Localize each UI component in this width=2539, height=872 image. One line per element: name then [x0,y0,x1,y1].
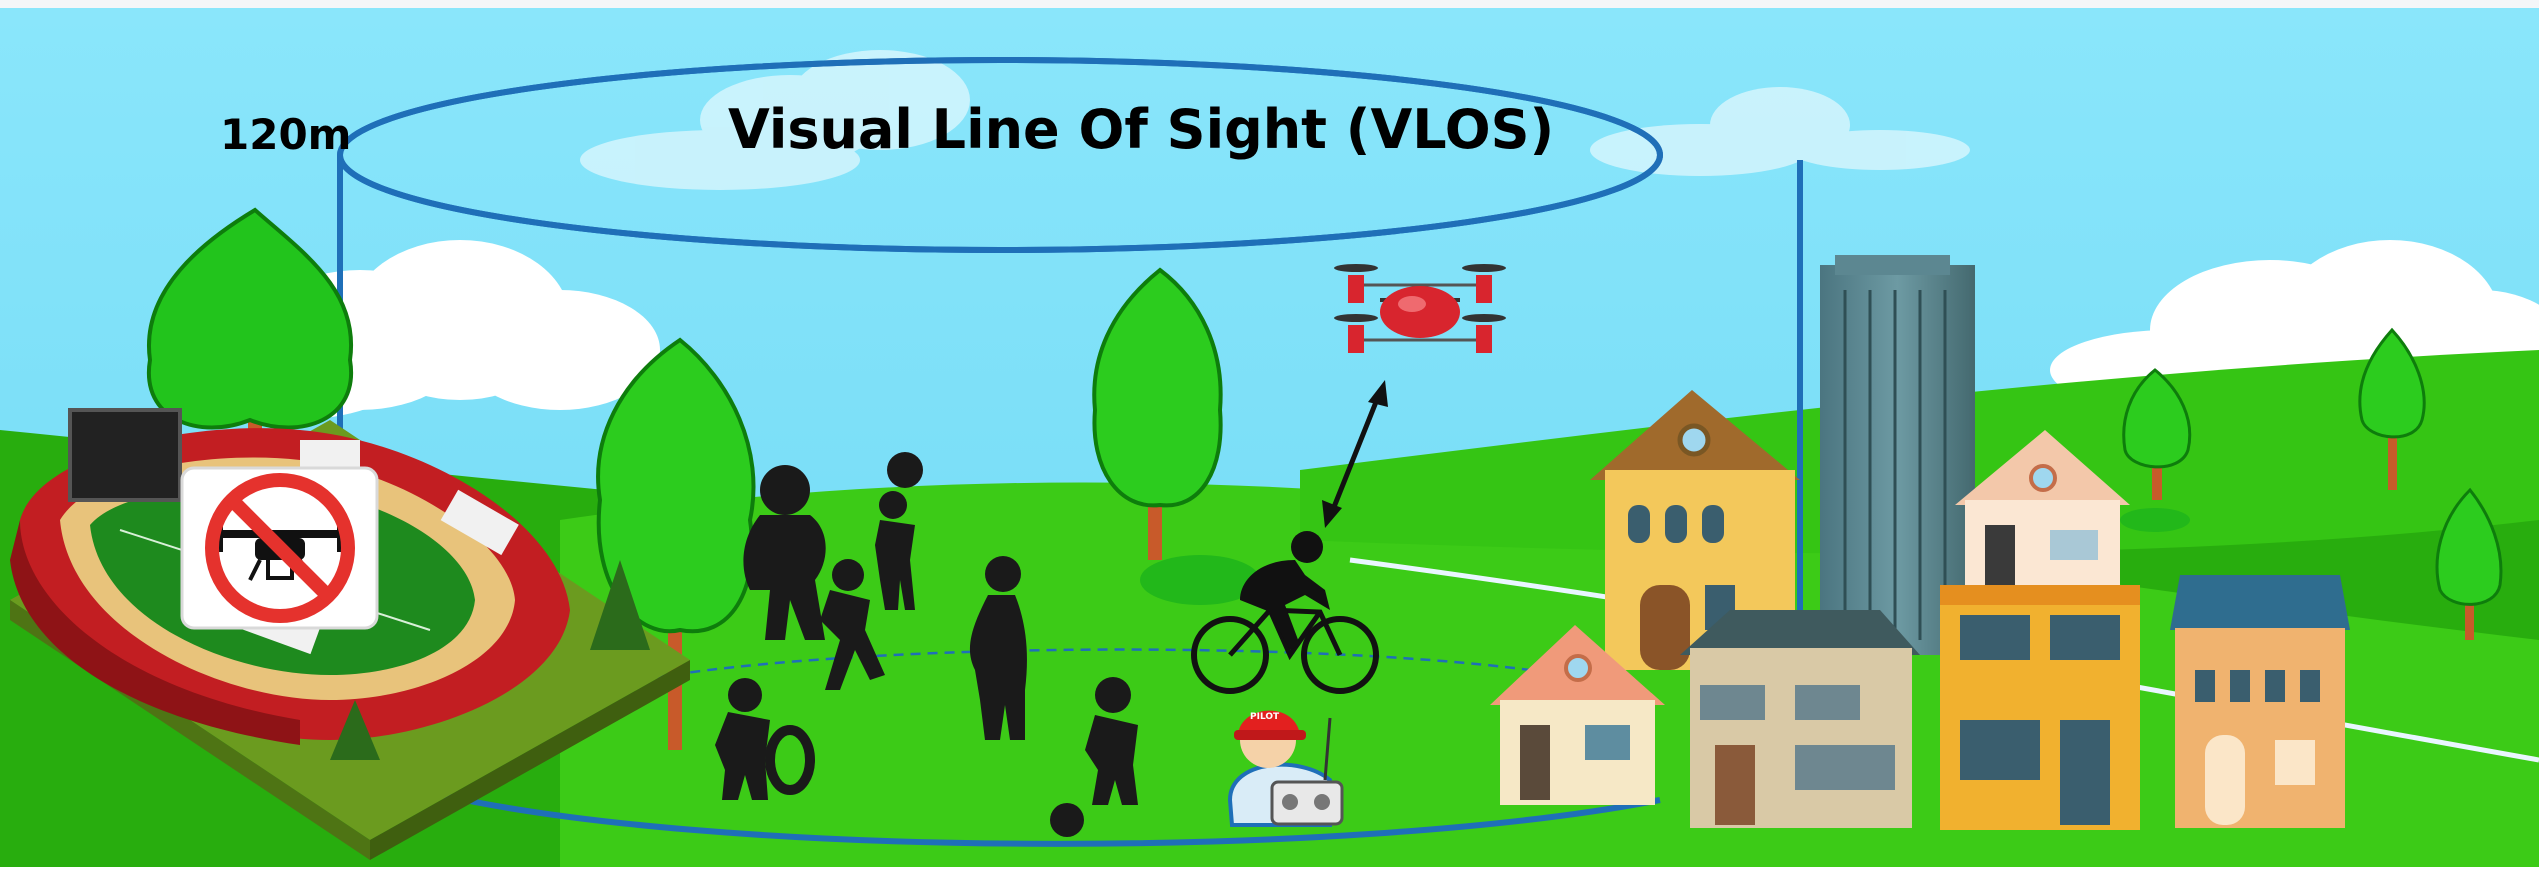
vlos-ground-ellipse [589,648,1531,692]
child-silhouette [820,559,885,690]
top-strip [0,0,2539,8]
house-beige [1680,610,1920,828]
remote-controller-icon [1270,717,1344,826]
houses [1490,390,2350,830]
drone-icon [1334,264,1506,353]
house-blue-roof [2170,575,2350,828]
height-label: 120m [220,110,352,159]
child-silhouette [743,465,826,640]
house-pink-roof [1955,430,2130,590]
people-silhouettes [715,452,1138,837]
child-silhouette [875,491,915,610]
diagram-title: Visual Line Of Sight (VLOS) [728,98,1555,161]
child-silhouette [715,678,815,800]
cylinder-top [337,57,1663,253]
cyclist-icon [1191,531,1379,694]
adult-silhouette [969,556,1027,740]
double-arrow-icon [1322,380,1388,528]
no-drone-sign-icon [180,466,379,630]
pilot-cap-label: PILOT [1250,712,1280,722]
child-silhouette [1085,677,1138,805]
house-orange [1940,585,2140,830]
house-cream-small [1490,625,1665,805]
stadium [10,408,690,860]
